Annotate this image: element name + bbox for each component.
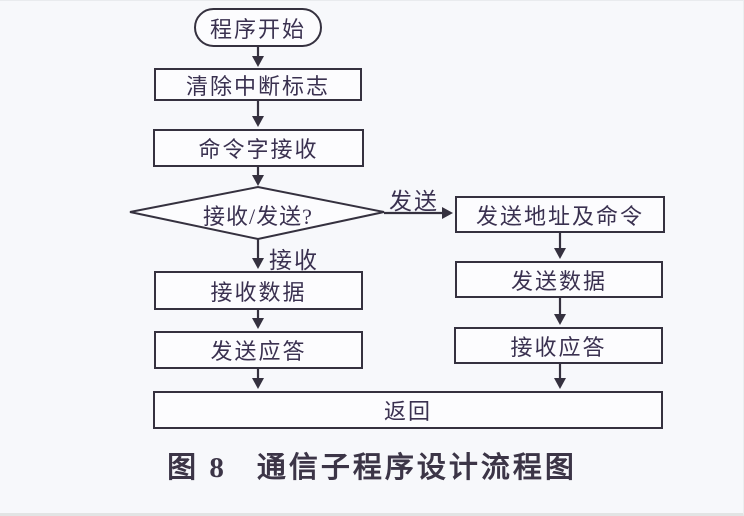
arrow-decision-to-send-address bbox=[384, 207, 453, 219]
node-send-address-and-command: 发送地址及命令 bbox=[455, 196, 665, 233]
figure-number: 图 8 bbox=[167, 452, 227, 484]
node-send-data-label: 发送数据 bbox=[510, 268, 607, 294]
node-clear-interrupt-flag-label: 清除中断标志 bbox=[185, 73, 330, 99]
arrow-decision-to-receive-data bbox=[252, 239, 264, 269]
node-start: 程序开始 bbox=[194, 8, 322, 47]
arrow-start-to-clear-flag bbox=[252, 47, 264, 67]
node-send-address-and-command-label: 发送地址及命令 bbox=[475, 203, 644, 229]
arrow-clear-flag-to-command-receive bbox=[252, 101, 264, 127]
node-send-ack: 发送应答 bbox=[154, 331, 363, 369]
figure-caption: 图 8 通信子程序设计流程图 bbox=[0, 444, 744, 486]
node-command-word-receive-label: 命令字接收 bbox=[198, 137, 319, 162]
node-clear-interrupt-flag: 清除中断标志 bbox=[154, 68, 362, 101]
arrow-send-ack-to-return bbox=[252, 369, 264, 389]
node-decision-label: 接收/发送? bbox=[203, 204, 313, 229]
node-send-ack-label: 发送应答 bbox=[210, 339, 307, 364]
arrow-command-receive-to-decision bbox=[252, 167, 264, 186]
node-receive-data-label: 接收数据 bbox=[210, 279, 307, 305]
node-receive-data: 接收数据 bbox=[154, 271, 363, 310]
node-return-label: 返回 bbox=[383, 399, 432, 424]
node-command-word-receive: 命令字接收 bbox=[153, 129, 364, 167]
node-start-label: 程序开始 bbox=[209, 16, 306, 42]
node-receive-ack: 接收应答 bbox=[454, 327, 663, 364]
branch-label-receive: 接收 bbox=[269, 248, 319, 273]
arrow-send-data-to-receive-ack bbox=[554, 298, 566, 325]
figure-title: 通信子程序设计流程图 bbox=[256, 452, 577, 484]
arrow-receive-ack-to-return bbox=[554, 364, 566, 389]
branch-label-send: 发送 bbox=[389, 189, 439, 214]
node-return: 返回 bbox=[153, 391, 663, 429]
node-receive-ack-label: 接收应答 bbox=[510, 334, 607, 360]
node-send-data: 发送数据 bbox=[455, 261, 663, 298]
arrow-send-address-to-send-data bbox=[554, 233, 566, 259]
arrow-receive-data-to-send-ack bbox=[252, 310, 264, 329]
